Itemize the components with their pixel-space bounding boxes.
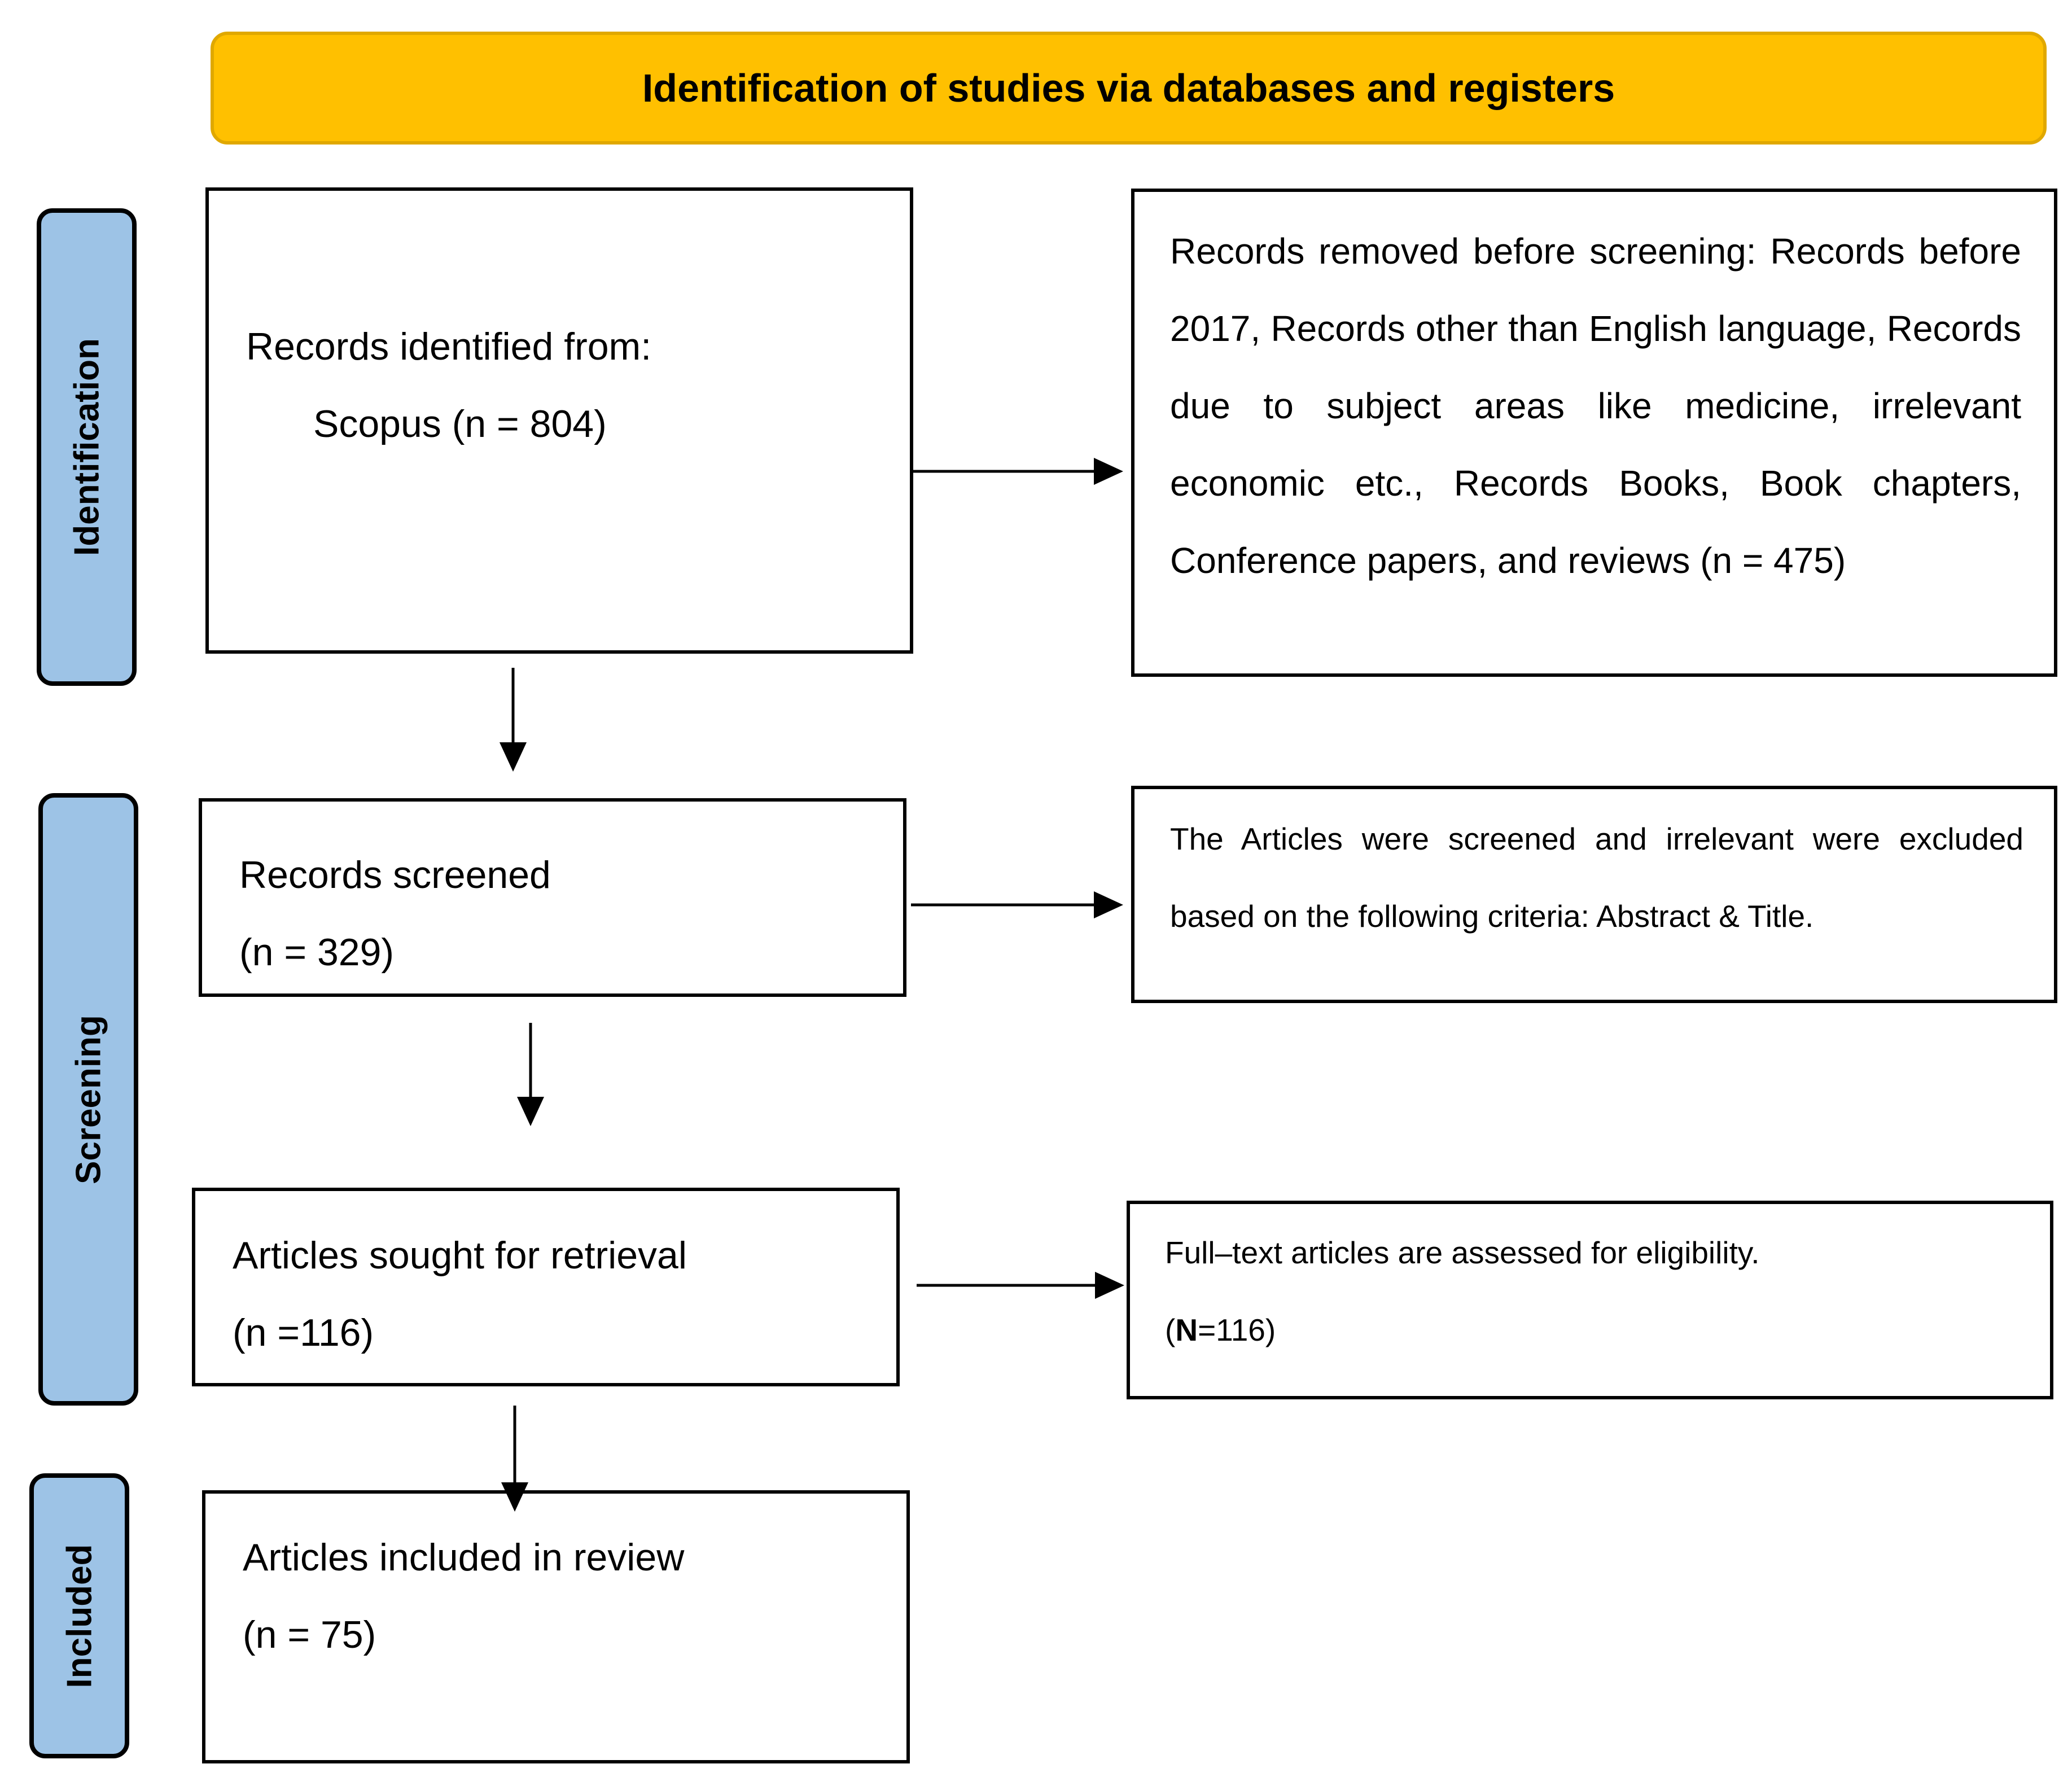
records-identified-title: Records identified from: bbox=[246, 325, 652, 368]
records-screened-box: Records screened (n = 329) bbox=[199, 798, 906, 997]
sought-retrieval-title: Articles sought for retrieval bbox=[233, 1234, 687, 1277]
eligibility-count: (N=116) bbox=[1165, 1292, 1276, 1369]
eligibility-count-n: N bbox=[1175, 1312, 1198, 1347]
arrowhead-sought-to-included bbox=[501, 1482, 528, 1512]
eligibility-box: Full–text articles are assessed for elig… bbox=[1127, 1201, 2053, 1399]
arrowhead-screened-to-criteria bbox=[1094, 891, 1123, 918]
arrowhead-identified-to-removed bbox=[1094, 458, 1123, 485]
diagram-header: Identification of studies via databases … bbox=[211, 32, 2047, 145]
stage-screening: Screening bbox=[38, 793, 138, 1406]
header-title: Identification of studies via databases … bbox=[642, 66, 1615, 110]
stage-included: Included bbox=[29, 1473, 129, 1758]
sought-retrieval-box: Articles sought for retrieval (n =116) bbox=[192, 1188, 900, 1386]
records-screened-count: (n = 329) bbox=[239, 931, 395, 974]
screening-criteria-box: The Articles were screened and irrelevan… bbox=[1131, 786, 2057, 1003]
screening-criteria-text: The Articles were screened and irrelevan… bbox=[1170, 821, 2023, 934]
arrowhead-identified-to-screened bbox=[500, 742, 527, 772]
records-screened-title: Records screened bbox=[239, 854, 551, 896]
eligibility-count-prefix: ( bbox=[1165, 1312, 1176, 1347]
eligibility-count-suffix: =116) bbox=[1198, 1312, 1276, 1347]
sought-retrieval-count: (n =116) bbox=[233, 1311, 374, 1354]
arrowhead-sought-to-eligibility bbox=[1095, 1272, 1124, 1299]
records-identified-source: Scopus (n = 804) bbox=[313, 402, 607, 445]
included-review-title: Articles included in review bbox=[243, 1536, 685, 1579]
included-review-count: (n = 75) bbox=[243, 1613, 376, 1656]
included-review-box: Articles included in review (n = 75) bbox=[202, 1490, 910, 1763]
eligibility-text: Full–text articles are assessed for elig… bbox=[1165, 1235, 1760, 1270]
arrowhead-screened-to-sought bbox=[517, 1097, 544, 1126]
records-removed-box: Records removed before screening: Record… bbox=[1131, 189, 2057, 677]
stage-identification: Identification bbox=[37, 208, 137, 686]
records-removed-text: Records removed before screening: Record… bbox=[1170, 231, 2021, 581]
records-identified-box: Records identified from: Scopus (n = 804… bbox=[205, 187, 913, 654]
